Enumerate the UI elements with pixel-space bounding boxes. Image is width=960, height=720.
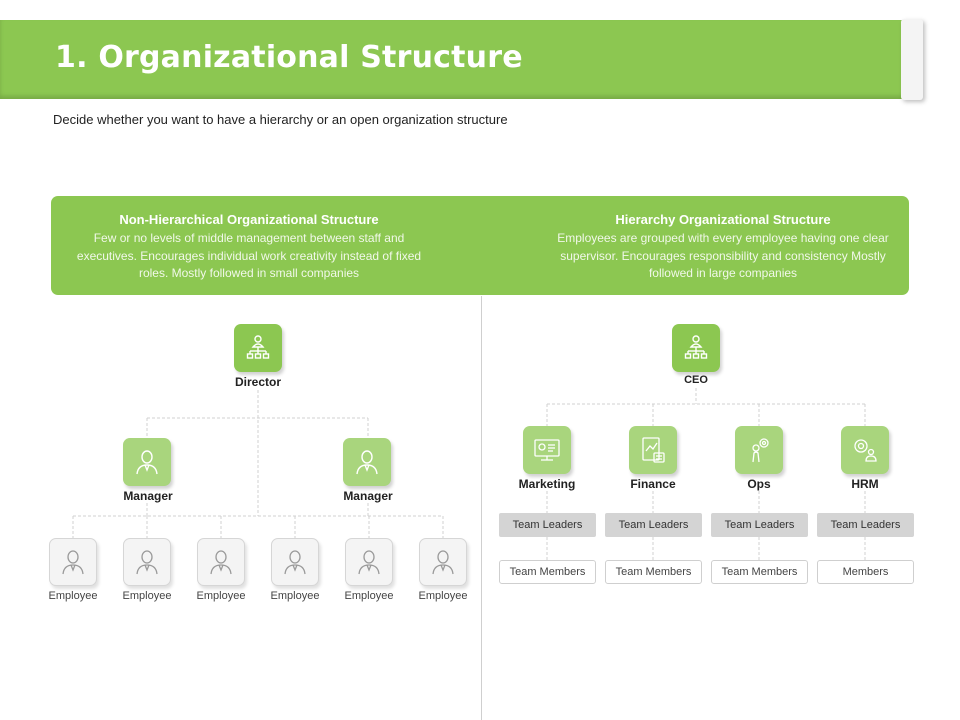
employee-person-icon bbox=[284, 550, 306, 575]
department-label: Finance bbox=[630, 477, 676, 491]
employee-node bbox=[345, 538, 393, 586]
employee-person-icon bbox=[136, 550, 158, 575]
manager-label: Manager bbox=[343, 489, 393, 503]
ceo-node bbox=[672, 324, 720, 372]
hierarchy-title: Hierarchy Organizational Structure bbox=[615, 212, 831, 227]
hierarchy-summary: Hierarchy Organizational Structure Emplo… bbox=[545, 212, 901, 283]
ceo-label: CEO bbox=[684, 374, 708, 386]
title-bar: 1. Organizational Structure bbox=[0, 20, 920, 99]
team-leaders-box: Team Leaders bbox=[499, 513, 596, 537]
team-leaders-box: Team Leaders bbox=[817, 513, 914, 537]
employee-label: Employee bbox=[418, 590, 468, 602]
page-subtitle: Decide whether you want to have a hierar… bbox=[53, 112, 508, 127]
team-members-box: Members bbox=[817, 560, 914, 584]
org-chart-icon bbox=[246, 335, 270, 359]
ops-node bbox=[735, 426, 783, 474]
employee-node bbox=[271, 538, 319, 586]
employee-label: Employee bbox=[48, 590, 98, 602]
employee-node bbox=[197, 538, 245, 586]
manager-label: Manager bbox=[123, 489, 173, 503]
department-label: Ops bbox=[747, 477, 771, 491]
section-divider bbox=[481, 296, 482, 720]
employee-node bbox=[419, 538, 467, 586]
employee-label: Employee bbox=[122, 590, 172, 602]
title-tab-decoration bbox=[901, 19, 923, 100]
department-label: HRM bbox=[851, 477, 879, 491]
team-members-box: Team Members bbox=[711, 560, 808, 584]
page-title: 1. Organizational Structure bbox=[55, 40, 523, 75]
manager-person-icon bbox=[136, 450, 158, 475]
team-leaders-box: Team Leaders bbox=[605, 513, 702, 537]
gear-person-icon bbox=[752, 438, 769, 463]
non-hierarchical-title: Non-Hierarchical Organizational Structur… bbox=[119, 212, 379, 227]
employee-node bbox=[49, 538, 97, 586]
hierarchy-description: Employees are grouped with every employe… bbox=[557, 231, 889, 280]
finance-node bbox=[629, 426, 677, 474]
employee-label: Employee bbox=[196, 590, 246, 602]
gear-people-icon bbox=[854, 439, 877, 462]
manager-node bbox=[343, 438, 391, 486]
employee-label: Employee bbox=[344, 590, 394, 602]
manager-node bbox=[123, 438, 171, 486]
manager-person-icon bbox=[356, 450, 378, 475]
department-label: Marketing bbox=[518, 477, 576, 491]
employee-label: Employee bbox=[270, 590, 320, 602]
employee-person-icon bbox=[62, 550, 84, 575]
non-hierarchical-summary: Non-Hierarchical Organizational Structur… bbox=[71, 212, 427, 283]
employee-person-icon bbox=[358, 550, 380, 575]
employee-person-icon bbox=[210, 550, 232, 575]
director-label: Director bbox=[234, 375, 281, 389]
hrm-node bbox=[841, 426, 889, 474]
team-members-box: Team Members bbox=[499, 560, 596, 584]
marketing-node bbox=[523, 426, 571, 474]
comparison-banner: Non-Hierarchical Organizational Structur… bbox=[51, 196, 909, 295]
employee-person-icon bbox=[432, 550, 454, 575]
director-node bbox=[234, 324, 282, 372]
employee-node bbox=[123, 538, 171, 586]
org-chart-icon bbox=[684, 335, 708, 359]
team-leaders-box: Team Leaders bbox=[711, 513, 808, 537]
monitor-chart-icon bbox=[534, 439, 560, 461]
finance-document-icon bbox=[642, 437, 665, 463]
team-members-box: Team Members bbox=[605, 560, 702, 584]
non-hierarchical-description: Few or no levels of middle management be… bbox=[76, 231, 422, 280]
